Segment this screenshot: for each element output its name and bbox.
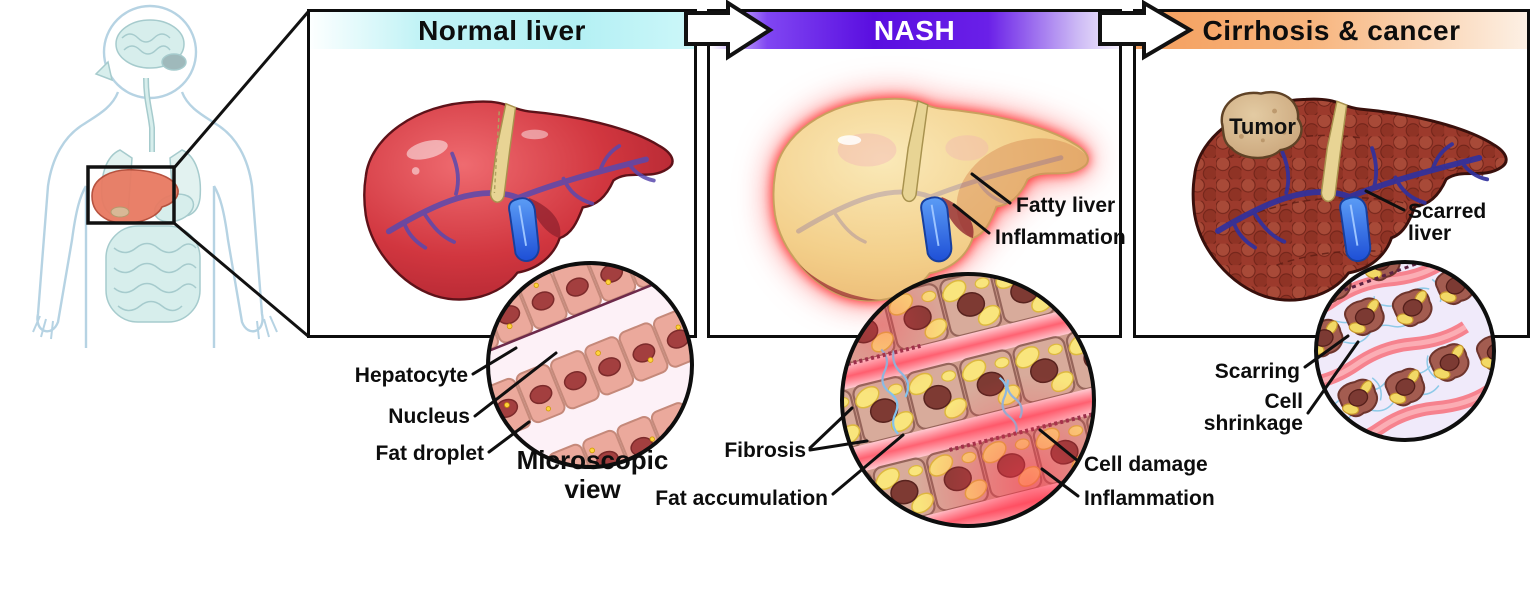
label-hepatocyte: Hepatocyte [354, 364, 468, 387]
label-fat-accumulation: Fat accumulation [655, 487, 828, 510]
label-scarring: Scarring [1214, 360, 1300, 383]
label-inflammation-micro: Inflammation [1084, 487, 1215, 510]
gallbladder [489, 102, 517, 203]
human-body-figure [32, 4, 278, 348]
label-scarred-liver: Scarred liver [1408, 200, 1487, 245]
label-cell-damage: Cell damage [1084, 453, 1208, 476]
cirrhosis-micro-view [1314, 260, 1496, 442]
gallbladder [1320, 100, 1348, 202]
label-fibrosis: Fibrosis [724, 439, 806, 462]
label-cell-shrinkage: Cell shrinkage [1203, 390, 1303, 435]
label-fatty-liver: Fatty liver [1016, 194, 1116, 217]
label-inflammation-organ: Inflammation [995, 226, 1126, 249]
label-fat-droplet: Fat droplet [375, 442, 485, 465]
label-nucleus: Nucleus [388, 405, 470, 428]
caption-microscopic-view: Microscopic view [516, 445, 669, 504]
panel-header-cirrhosis: Cirrhosis & cancer [1136, 12, 1527, 49]
tumor-mass [1220, 90, 1303, 160]
nash-micro-view [840, 272, 1096, 528]
gallbladder [901, 99, 929, 203]
panel-header-nash: NASH [710, 12, 1119, 49]
normal-liver-illustration [363, 100, 674, 301]
cirrhotic-liver-illustration [1191, 90, 1508, 302]
normal-micro-view [486, 261, 694, 469]
label-tumor: Tumor [1229, 114, 1296, 139]
panel-header-normal: Normal liver [310, 12, 694, 49]
